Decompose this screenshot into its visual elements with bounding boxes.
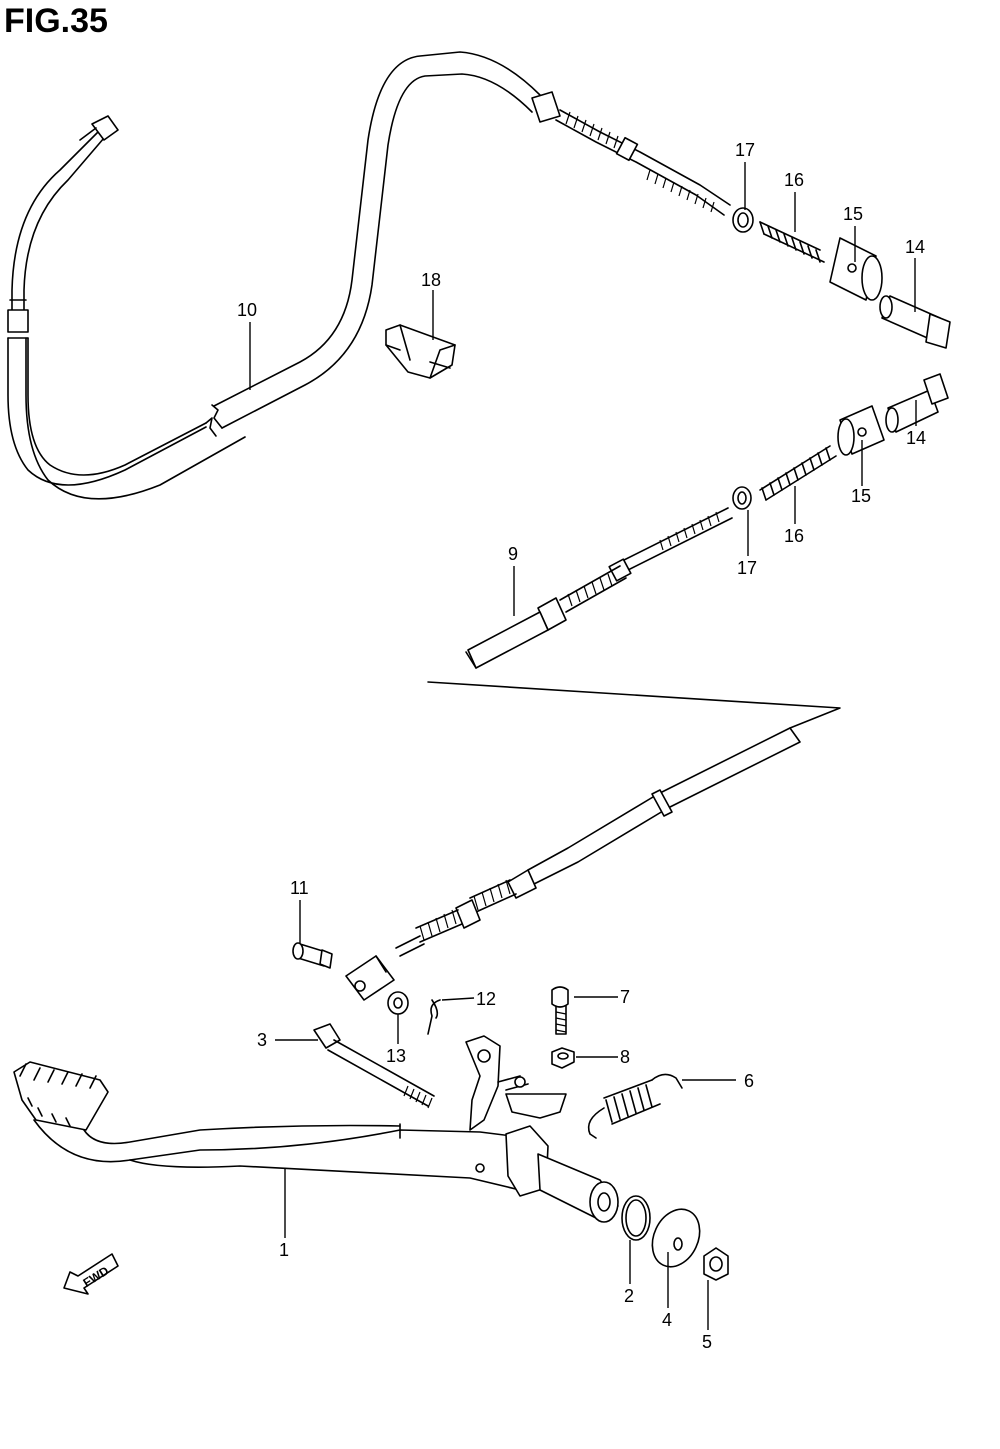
callout-16a: 14 xyxy=(905,237,925,257)
callout-labels: 10 17 16 15 14 18 14 15 16 17 9 11 12 13… xyxy=(237,140,926,1352)
pivot-bolt-3 xyxy=(313,1023,435,1109)
callout-13: 13 xyxy=(386,1046,406,1066)
callout-6: 6 xyxy=(744,1071,754,1091)
washer-17-upper xyxy=(732,207,754,233)
clevis-pin-11 xyxy=(292,942,333,969)
callout-11: 11 xyxy=(290,878,309,898)
brake-pedal-1 xyxy=(13,1035,619,1223)
callout-12: 12 xyxy=(476,989,496,1009)
callout-18: 18 xyxy=(421,270,441,290)
pin-16-lower xyxy=(885,373,949,433)
callout-8: 8 xyxy=(620,1047,630,1067)
callout-7: 7 xyxy=(620,987,630,1007)
nut-8 xyxy=(551,1047,575,1069)
callout-14b: 15 xyxy=(851,486,871,506)
callout-17a: 17 xyxy=(735,140,755,160)
callout-1: 1 xyxy=(279,1240,289,1260)
washer-17-lower xyxy=(732,486,752,510)
adjuster-14-lower xyxy=(837,405,885,456)
callout-15a: 16 xyxy=(784,170,804,190)
return-spring-6 xyxy=(587,1073,683,1139)
pin-16-upper xyxy=(879,295,951,349)
spring-15-upper xyxy=(759,221,825,263)
callout-3: 3 xyxy=(257,1030,267,1050)
leader-lines xyxy=(249,162,917,1330)
callout-5: 5 xyxy=(702,1332,712,1352)
callout-15b: 16 xyxy=(784,526,804,546)
brake-cable-lower xyxy=(345,507,841,1001)
callout-16b: 14 xyxy=(906,428,926,448)
cable-clamp-18 xyxy=(385,324,456,379)
brake-cable-upper xyxy=(7,51,731,500)
callout-4: 4 xyxy=(662,1310,672,1330)
adjuster-14-upper xyxy=(829,237,883,301)
washer-13 xyxy=(387,991,409,1015)
callout-10: 10 xyxy=(237,300,257,320)
callout-9: 9 xyxy=(508,544,518,564)
bolt-7 xyxy=(551,986,569,1035)
nut-5 xyxy=(703,1247,729,1281)
o-ring-2 xyxy=(621,1195,651,1241)
fwd-direction-badge: FWD xyxy=(63,1253,119,1295)
figure-title: FIG.35 xyxy=(4,2,108,40)
callout-2: 2 xyxy=(624,1286,634,1306)
washer-4 xyxy=(651,1208,701,1268)
cotter-pin-12 xyxy=(427,999,441,1035)
spring-15-lower xyxy=(759,445,837,501)
callout-14a: 15 xyxy=(843,204,863,224)
callout-17b: 17 xyxy=(737,558,757,578)
